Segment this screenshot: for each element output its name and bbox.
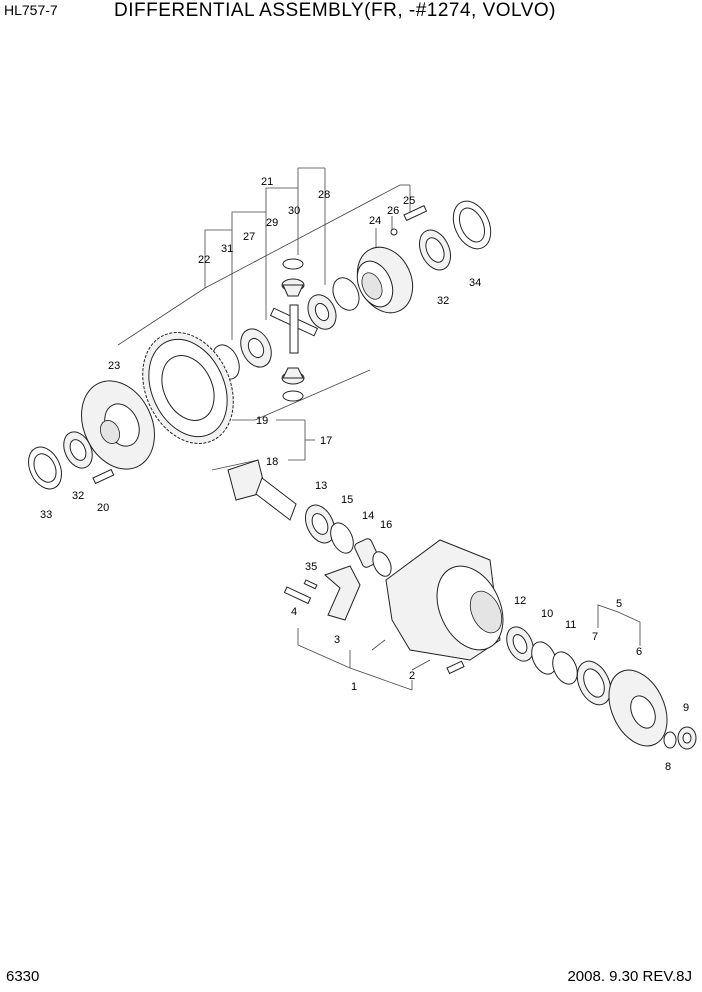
side-gear-27 xyxy=(240,328,272,368)
callout-6: 6 xyxy=(636,646,642,658)
callout-32-left: 32 xyxy=(72,490,84,502)
carrier-housing-2 xyxy=(385,539,504,661)
callout-3: 3 xyxy=(334,634,340,646)
callout-29: 29 xyxy=(266,217,278,229)
spider-cross-29 xyxy=(269,304,319,354)
pinion-gear-bottom xyxy=(281,367,305,385)
diff-case-23 xyxy=(81,380,155,470)
shim-16 xyxy=(372,551,392,577)
callout-25: 25 xyxy=(403,195,415,207)
shim-15 xyxy=(330,522,354,554)
callout-10: 10 xyxy=(541,608,553,620)
callout-2: 2 xyxy=(409,670,415,682)
revision-date: 2008. 9.30 REV.8J xyxy=(567,968,692,985)
callout-5: 5 xyxy=(616,598,622,610)
oil-seal-7 xyxy=(576,660,612,706)
callout-34: 35 xyxy=(305,561,317,573)
callout-1: 1 xyxy=(351,681,357,693)
callout-13: 13 xyxy=(315,480,327,492)
callout-8: 8 xyxy=(665,761,671,773)
model-number: HL757-7 xyxy=(4,2,58,18)
callout-19: 19 xyxy=(256,415,268,427)
washer-8 xyxy=(663,731,677,749)
callout-9: 9 xyxy=(683,702,689,714)
washer-26 xyxy=(390,228,398,236)
callout-4: 4 xyxy=(291,606,297,618)
companion-flange-6 xyxy=(608,669,668,747)
shim-11 xyxy=(552,651,578,685)
bolt-4 xyxy=(283,586,312,605)
nut-9 xyxy=(677,726,697,750)
callout-32-right: 32 xyxy=(437,295,449,307)
bearing-cone-32-left xyxy=(63,431,93,469)
bolt-35 xyxy=(446,660,465,675)
callout-24: 24 xyxy=(369,215,381,227)
callout-14: 14 xyxy=(362,510,374,522)
pin-34 xyxy=(303,579,318,590)
shim-10 xyxy=(531,641,557,675)
callout-7: 7 xyxy=(592,631,598,643)
page-number: 6330 xyxy=(6,968,40,985)
bearing-cap-3 xyxy=(324,565,361,621)
callout-26: 26 xyxy=(387,205,399,217)
callout-11: 11 xyxy=(565,619,576,631)
callout-33-right: 34 xyxy=(469,277,481,289)
drive-pinion-18 xyxy=(227,459,297,521)
callout-16: 16 xyxy=(380,519,392,531)
page-title: DIFFERENTIAL ASSEMBLY(FR, -#1274, VOLVO) xyxy=(114,0,556,21)
bearing-cup-33-right xyxy=(452,200,492,250)
callout-17: 17 xyxy=(320,435,332,447)
callout-30: 30 xyxy=(288,205,300,217)
bearing-12 xyxy=(506,626,534,662)
bearing-cup-33-left xyxy=(28,446,62,490)
bearing-cone-32-right xyxy=(419,229,451,271)
pinion-washer-bottom xyxy=(282,390,304,402)
callout-labels: 21 28 30 29 27 31 22 25 26 24 34 32 23 1… xyxy=(40,176,689,773)
bolt-20 xyxy=(92,468,115,485)
callout-28: 28 xyxy=(318,189,330,201)
callout-31: 31 xyxy=(221,243,233,255)
side-gear-right xyxy=(307,294,337,330)
callout-20: 20 xyxy=(97,502,109,514)
callout-21: 21 xyxy=(261,176,273,188)
thrust-washer-28 xyxy=(332,277,360,311)
diff-case-half-24 xyxy=(356,246,414,314)
callout-27: 27 xyxy=(243,231,255,243)
ring-gear-19 xyxy=(142,332,234,444)
callout-23: 23 xyxy=(108,360,120,372)
callout-12: 12 xyxy=(514,595,526,607)
bearing-13 xyxy=(304,504,336,544)
pinion-washer-30-top xyxy=(282,258,304,270)
callout-33-left: 33 xyxy=(40,509,52,521)
callout-18: 18 xyxy=(266,456,278,468)
callout-15: 15 xyxy=(341,494,353,506)
pinion-gear-30-top xyxy=(281,278,305,297)
callout-22: 22 xyxy=(198,254,210,266)
bolt-25 xyxy=(403,205,428,222)
